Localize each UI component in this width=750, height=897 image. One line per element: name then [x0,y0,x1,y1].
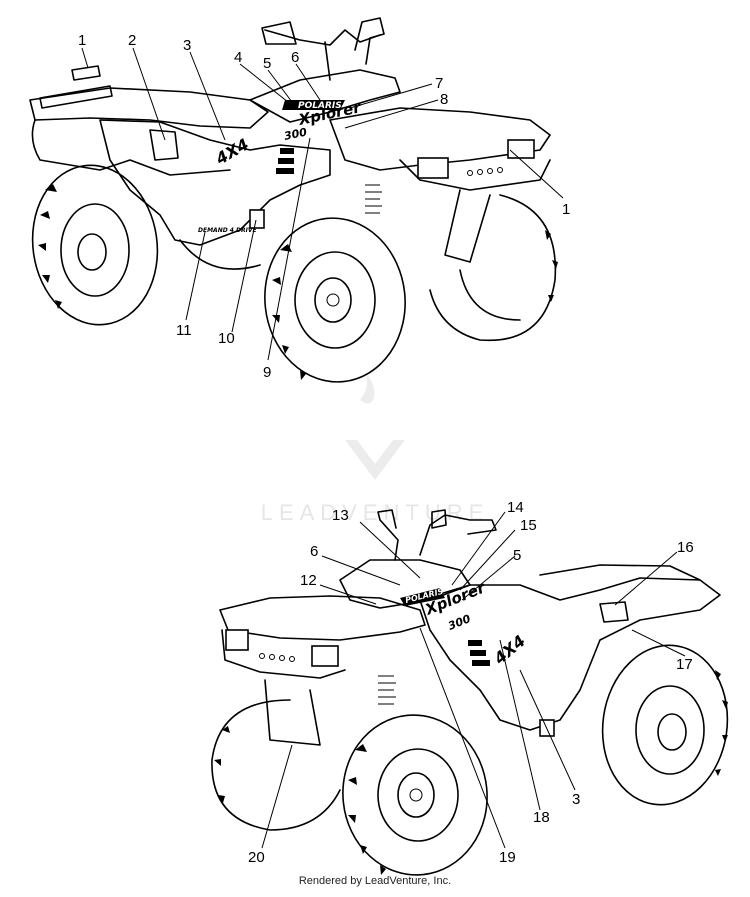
decal-demand4drive-top: DEMAND 4 DRIVE [198,227,258,234]
decal-4x4-bottom: 4X4 [490,631,529,668]
callout-3b: 3 [572,791,580,808]
decal-300-top: 300 [283,125,309,143]
decal-4x4-top: 4X4 [212,135,252,169]
callout-10: 10 [218,330,235,347]
callout-1b: 1 [562,201,570,218]
front-wheel-top [264,217,406,383]
callout-5b: 5 [513,547,521,564]
callout-2: 2 [128,32,136,49]
rear-wheel-bottom [601,644,729,806]
callout-19: 19 [499,849,516,866]
callout-17: 17 [676,656,693,673]
watermark-text: LEADVENTURE [261,500,490,525]
callout-1a: 1 [78,32,86,49]
callout-16: 16 [677,539,694,556]
callout-20: 20 [248,849,265,866]
callout-11: 11 [176,322,192,339]
leadventure-watermark: LEADVENTURE [261,374,490,525]
top-leader-lines [81,47,564,361]
callout-18: 18 [533,809,550,826]
bottom-leader-lines [261,511,686,849]
front-right-wheel-bottom [211,699,341,831]
callout-3a: 3 [183,37,191,54]
atv-bottom-view: POLARIS Xplorer 300 4X4 [211,509,729,876]
callout-13: 13 [332,507,349,524]
callout-7: 7 [435,75,443,92]
decal-polaris-top: POLARIS [298,101,342,111]
callout-8: 8 [440,91,448,108]
callout-12: 12 [300,572,317,589]
callout-14: 14 [507,499,524,516]
footer-credit: Rendered by LeadVenture, Inc. [298,875,452,887]
rear-wheel-top [31,164,159,326]
decal-xplorer-bottom: Xplorer [422,578,489,619]
decal-300-bottom: 300 [446,612,472,633]
callout-6a: 6 [291,49,299,66]
callout-6b: 6 [310,543,318,560]
callout-5a: 5 [263,55,271,72]
callout-4: 4 [234,49,242,66]
rear-right-wheel-top [429,194,558,342]
front-wheel-bottom [342,714,488,876]
callout-15: 15 [520,517,537,534]
atv-top-view: POLARIS Xplorer 300 4X4 DEMAND 4 DRIVE [29,17,558,383]
callout-9: 9 [263,364,271,381]
